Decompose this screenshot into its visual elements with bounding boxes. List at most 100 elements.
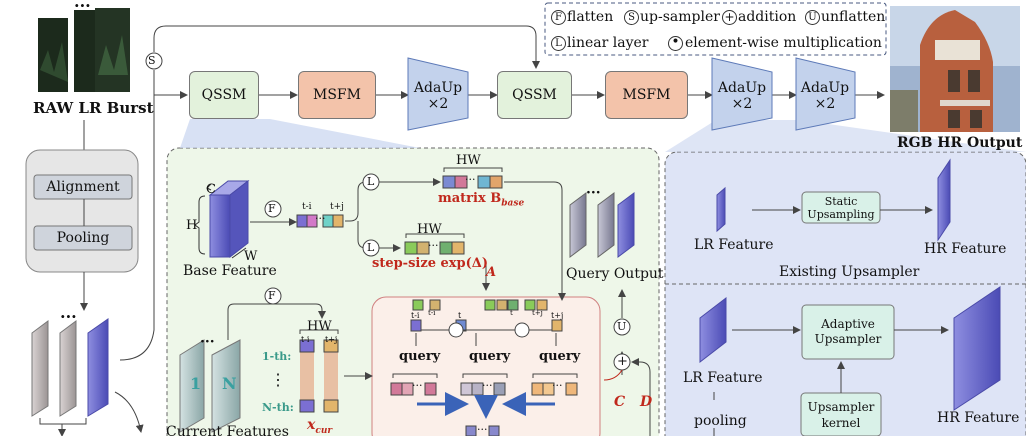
linear-node-1: L [367, 175, 375, 188]
label-d: D [640, 394, 653, 410]
raw-lr-burst-frames [38, 8, 130, 92]
adaup-block-2[interactable]: AdaUp ×2 [714, 76, 770, 116]
step-dots: ··· [428, 239, 439, 252]
rgb-hr-output-image [890, 6, 1020, 132]
upsampler-text: Upsampler [814, 332, 882, 346]
unflatten-node: U [617, 320, 627, 333]
token-t-plus-j: t+j [330, 202, 344, 212]
query-label-1: query [399, 349, 441, 364]
pooling-label: pooling [694, 413, 747, 429]
step-size-label: step-size exp(Δ) [372, 256, 489, 271]
legend-dot-symbol: • [668, 35, 683, 51]
query-label-3: query [539, 349, 581, 364]
matrix-b-dots: ··· [465, 173, 476, 186]
existing-lr-feature-label: LR Feature [694, 237, 774, 253]
adaptive-lr-feature-label: LR Feature [683, 370, 763, 386]
existing-hr-cube [937, 158, 951, 242]
pooling-box: Pooling [56, 230, 110, 246]
adaup-3-scale: ×2 [814, 96, 836, 112]
adaup-1-scale: ×2 [427, 96, 449, 112]
adaptive-text: Adaptive [821, 317, 875, 331]
label-c: C [614, 394, 626, 410]
query-output-dots: ··· [586, 185, 601, 201]
xcur-t-plus-j: t+j [325, 335, 338, 344]
adaup-shape-2 [711, 57, 773, 131]
query-green-t-minus-i: t-i [428, 309, 436, 317]
adaup-1-label: AdaUp [413, 80, 463, 96]
msfm-block-2[interactable]: MSFM [605, 71, 688, 119]
legend-flatten: flatten [567, 9, 614, 25]
query-dots-3: ··· [552, 379, 563, 392]
query-dots-1: ··· [412, 379, 423, 392]
query-top-t-minus-i: t-i [411, 311, 420, 320]
xcur-t-minus-i: t-i [301, 335, 310, 344]
alignment-box: Alignment [46, 179, 120, 195]
base-feature-cube [208, 179, 250, 259]
burst-dots: ··· [74, 0, 91, 15]
adaup-shape-1 [407, 57, 469, 131]
frame-1-label: 1 [190, 374, 202, 393]
adaup-2-scale: ×2 [731, 96, 753, 112]
query-output-label: Query Output [566, 266, 664, 282]
legend-plus-symbol: + [722, 10, 737, 25]
existing-lr-cube [716, 186, 726, 233]
legend-elementwise: element-wise multiplication [685, 35, 882, 51]
adaup-block-3[interactable]: AdaUp ×2 [797, 76, 853, 116]
token-dots: ··· [315, 212, 326, 225]
adaptive-lr-cube [699, 296, 727, 364]
legend-s-symbol: S [624, 10, 639, 25]
query-label-2: query [469, 349, 511, 364]
adaptive-hr-feature-label: HR Feature [937, 410, 1020, 426]
existing-hr-feature-label: HR Feature [924, 241, 1007, 257]
x-cur-text: x [307, 417, 316, 433]
adaup-block-1[interactable]: AdaUp ×2 [410, 76, 466, 116]
adaptive-hr-cube [953, 286, 1001, 411]
x-cur-label: xcur [307, 418, 332, 436]
matrix-b-tokens [442, 175, 503, 189]
query-result-tokens [390, 382, 578, 396]
legend-f-symbol: F [551, 10, 566, 25]
matrix-b-text: matrix B [438, 191, 502, 206]
existing-upsampler-title: Existing Upsampler [779, 264, 920, 280]
static-text: Static [824, 194, 858, 208]
query-top-t: t [458, 311, 462, 320]
result-dots: ··· [477, 423, 488, 436]
dim-w: W [244, 249, 258, 264]
aligned-feature-stack [31, 318, 109, 417]
legend-addition: addition [738, 9, 797, 25]
query-top-t-plus-j: t+j [551, 311, 564, 320]
hw-label-step: HW [417, 222, 442, 237]
legend-linear-layer: linear layer [567, 35, 649, 51]
qssm-block-2[interactable]: QSSM [497, 71, 572, 119]
adaptive-upsampler-box: Adaptive Upsampler [802, 305, 894, 359]
base-feature-label: Base Feature [183, 263, 277, 279]
x-cur-sub: cur [315, 425, 333, 436]
label-a: A [486, 265, 497, 280]
frame-n-label: N [222, 374, 237, 393]
kernel-text-1: Upsampler [807, 399, 875, 414]
matrix-b-label: matrix Bbase [438, 192, 524, 209]
msfm-block-1[interactable]: MSFM [298, 71, 376, 119]
addition-node: + [617, 354, 628, 369]
rgb-hr-output-label: RGB HR Output [897, 135, 1023, 151]
frames-dots: ··· [200, 334, 215, 350]
flatten-node-2: F [268, 289, 276, 302]
token-t-minus-i: t-i [302, 202, 312, 212]
hw-label-cur: HW [307, 319, 332, 334]
query-green-t-plus-j: t+j [532, 309, 543, 317]
current-features-frames [179, 339, 241, 433]
matrix-b-sub: base [501, 198, 525, 209]
query-green-t: t [510, 309, 513, 317]
legend-l-symbol: L [551, 36, 566, 51]
legend-unflatten: unflatten [821, 9, 886, 25]
s-node: S [148, 54, 156, 67]
qssm-block-1[interactable]: QSSM [189, 71, 259, 119]
vdots-label: ⋮ [270, 370, 286, 389]
first-th-label: 1-th: [262, 350, 292, 363]
query-dots-2: ··· [482, 379, 493, 392]
step-size-tokens [404, 241, 465, 255]
stack-dots: ··· [60, 307, 77, 326]
flattened-tokens [296, 214, 344, 228]
adaup-3-label: AdaUp [800, 80, 850, 96]
